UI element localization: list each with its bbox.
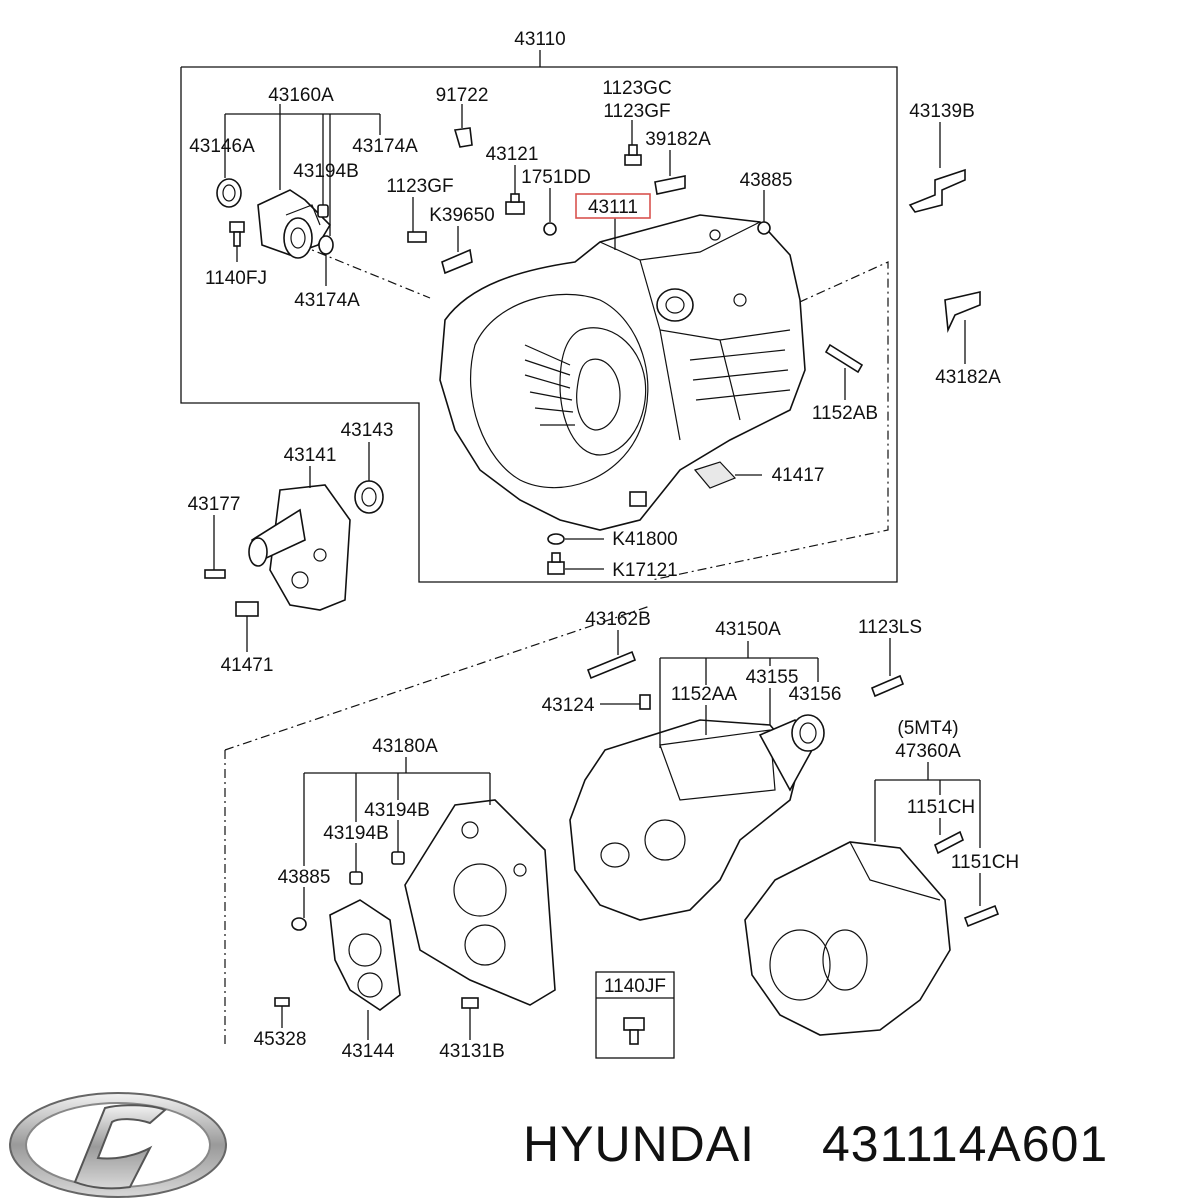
- label-43143: 43143: [341, 420, 394, 441]
- label-1123GF-a: 1123GF: [603, 101, 670, 122]
- housing-43141: [248, 484, 351, 611]
- inset-box-1140JF: [595, 971, 675, 1059]
- part-number: 431114A601: [822, 1116, 1108, 1172]
- bell-housing-43111: [439, 214, 806, 531]
- label-43146A: 43146A: [189, 136, 255, 157]
- label-43110: 43110: [514, 29, 565, 50]
- stud-1152AB: [824, 343, 864, 374]
- label-43174A-bot: 43174A: [294, 290, 360, 311]
- label-91722: 91722: [436, 85, 489, 106]
- plug-K17121: [547, 552, 565, 575]
- label-41417: 41417: [772, 465, 825, 486]
- seal-43146A: [216, 178, 242, 208]
- label-43124: 43124: [542, 695, 595, 716]
- label-43131B: 43131B: [439, 1041, 505, 1062]
- label-1751DD: 1751DD: [521, 167, 591, 188]
- bolt-43121: [505, 193, 525, 215]
- gasket-43144: [329, 899, 401, 1011]
- label-K41800: K41800: [612, 529, 678, 550]
- label-1152AB: 1152AB: [812, 403, 878, 424]
- bolt-1123LS: [870, 674, 905, 698]
- footer: HYUNDAI 431114A601: [523, 1116, 1108, 1172]
- label-43160A: 43160A: [268, 85, 334, 106]
- stud-1151CH-a: [934, 830, 964, 855]
- label-43885-bot: 43885: [278, 867, 331, 888]
- label-47360A: 47360A: [895, 741, 961, 762]
- washer-K41800: [547, 533, 565, 545]
- pin-43124: [639, 694, 651, 710]
- label-43194B-top: 43194B: [293, 161, 359, 182]
- label-43194B-c: 43194B: [323, 823, 389, 844]
- ring-43885-top: [757, 221, 771, 235]
- label-1152AA: 1152AA: [671, 684, 738, 705]
- label-43150A: 43150A: [715, 619, 781, 640]
- bracket-39182A: [654, 175, 686, 195]
- hyundai-logo-icon: [9, 1092, 227, 1198]
- bolt-1140FJ: [229, 221, 245, 247]
- label-43177: 43177: [188, 494, 241, 515]
- pin-43194B-top: [317, 204, 329, 218]
- label-1123GC: 1123GC: [602, 78, 671, 99]
- highlight-box-43111: [575, 193, 651, 219]
- bolt-1123GC: [624, 144, 642, 166]
- label-K17121: K17121: [612, 560, 678, 581]
- seal-43143: [354, 480, 384, 514]
- bracket-43182A: [944, 290, 981, 333]
- label-41471: 41471: [221, 655, 274, 676]
- label-43139B: 43139B: [909, 101, 975, 122]
- label-39182A: 39182A: [645, 129, 711, 150]
- bolt-1123GF-b: [407, 231, 427, 243]
- stud-1151CH-b: [963, 904, 1000, 928]
- pin-43194B-b: [391, 851, 405, 865]
- bolt-45328: [274, 997, 290, 1007]
- label-43174A-top: 43174A: [352, 136, 418, 157]
- housing-43150A: [569, 714, 825, 921]
- label-5MT4: (5MT4): [897, 718, 958, 739]
- pin-43194B-c: [349, 871, 363, 885]
- ring-43174A: [318, 235, 334, 255]
- plug-41471: [235, 601, 259, 617]
- plate-43180A: [404, 799, 556, 1006]
- cover-41417: [693, 461, 737, 489]
- label-43885-top: 43885: [740, 170, 793, 191]
- label-1151CH-b: 1151CH: [951, 852, 1019, 873]
- label-43180A: 43180A: [372, 736, 438, 757]
- label-1123GF-b: 1123GF: [386, 176, 453, 197]
- label-43155: 43155: [746, 667, 799, 688]
- label-43156: 43156: [789, 684, 842, 705]
- bracket-43139B: [908, 168, 966, 213]
- bolt-43162B: [586, 650, 637, 680]
- bolt-43177: [204, 569, 226, 579]
- leader-lines: [213, 104, 981, 1040]
- label-43144: 43144: [342, 1041, 395, 1062]
- extension-43160A: [257, 189, 332, 259]
- housing-47360A: [744, 841, 951, 1036]
- frame-43110: [180, 50, 898, 583]
- bracket-K39650: [441, 248, 473, 275]
- label-43194B-b: 43194B: [364, 800, 430, 821]
- dashed-boundary-top: [299, 244, 889, 581]
- callout-labels: 43110 43160A 91722 1123GC 1123GF 43139B …: [188, 29, 1020, 1062]
- ring-43885-bot: [291, 917, 307, 931]
- label-43141: 43141: [284, 445, 337, 466]
- label-K39650: K39650: [429, 205, 495, 226]
- label-45328: 45328: [254, 1029, 307, 1050]
- clip-43131B: [461, 997, 479, 1009]
- ring-1751DD: [543, 222, 557, 236]
- label-1123LS: 1123LS: [858, 617, 922, 638]
- label-43162B: 43162B: [585, 609, 651, 630]
- label-43111: 43111: [588, 197, 638, 218]
- label-1151CH-a: 1151CH: [907, 797, 975, 818]
- label-1140FJ: 1140FJ: [205, 268, 267, 289]
- label-43121: 43121: [486, 144, 539, 165]
- label-43182A: 43182A: [935, 367, 1001, 388]
- brand-name: HYUNDAI: [523, 1116, 755, 1172]
- clip-91722: [453, 127, 473, 148]
- label-1140JF: 1140JF: [604, 976, 666, 997]
